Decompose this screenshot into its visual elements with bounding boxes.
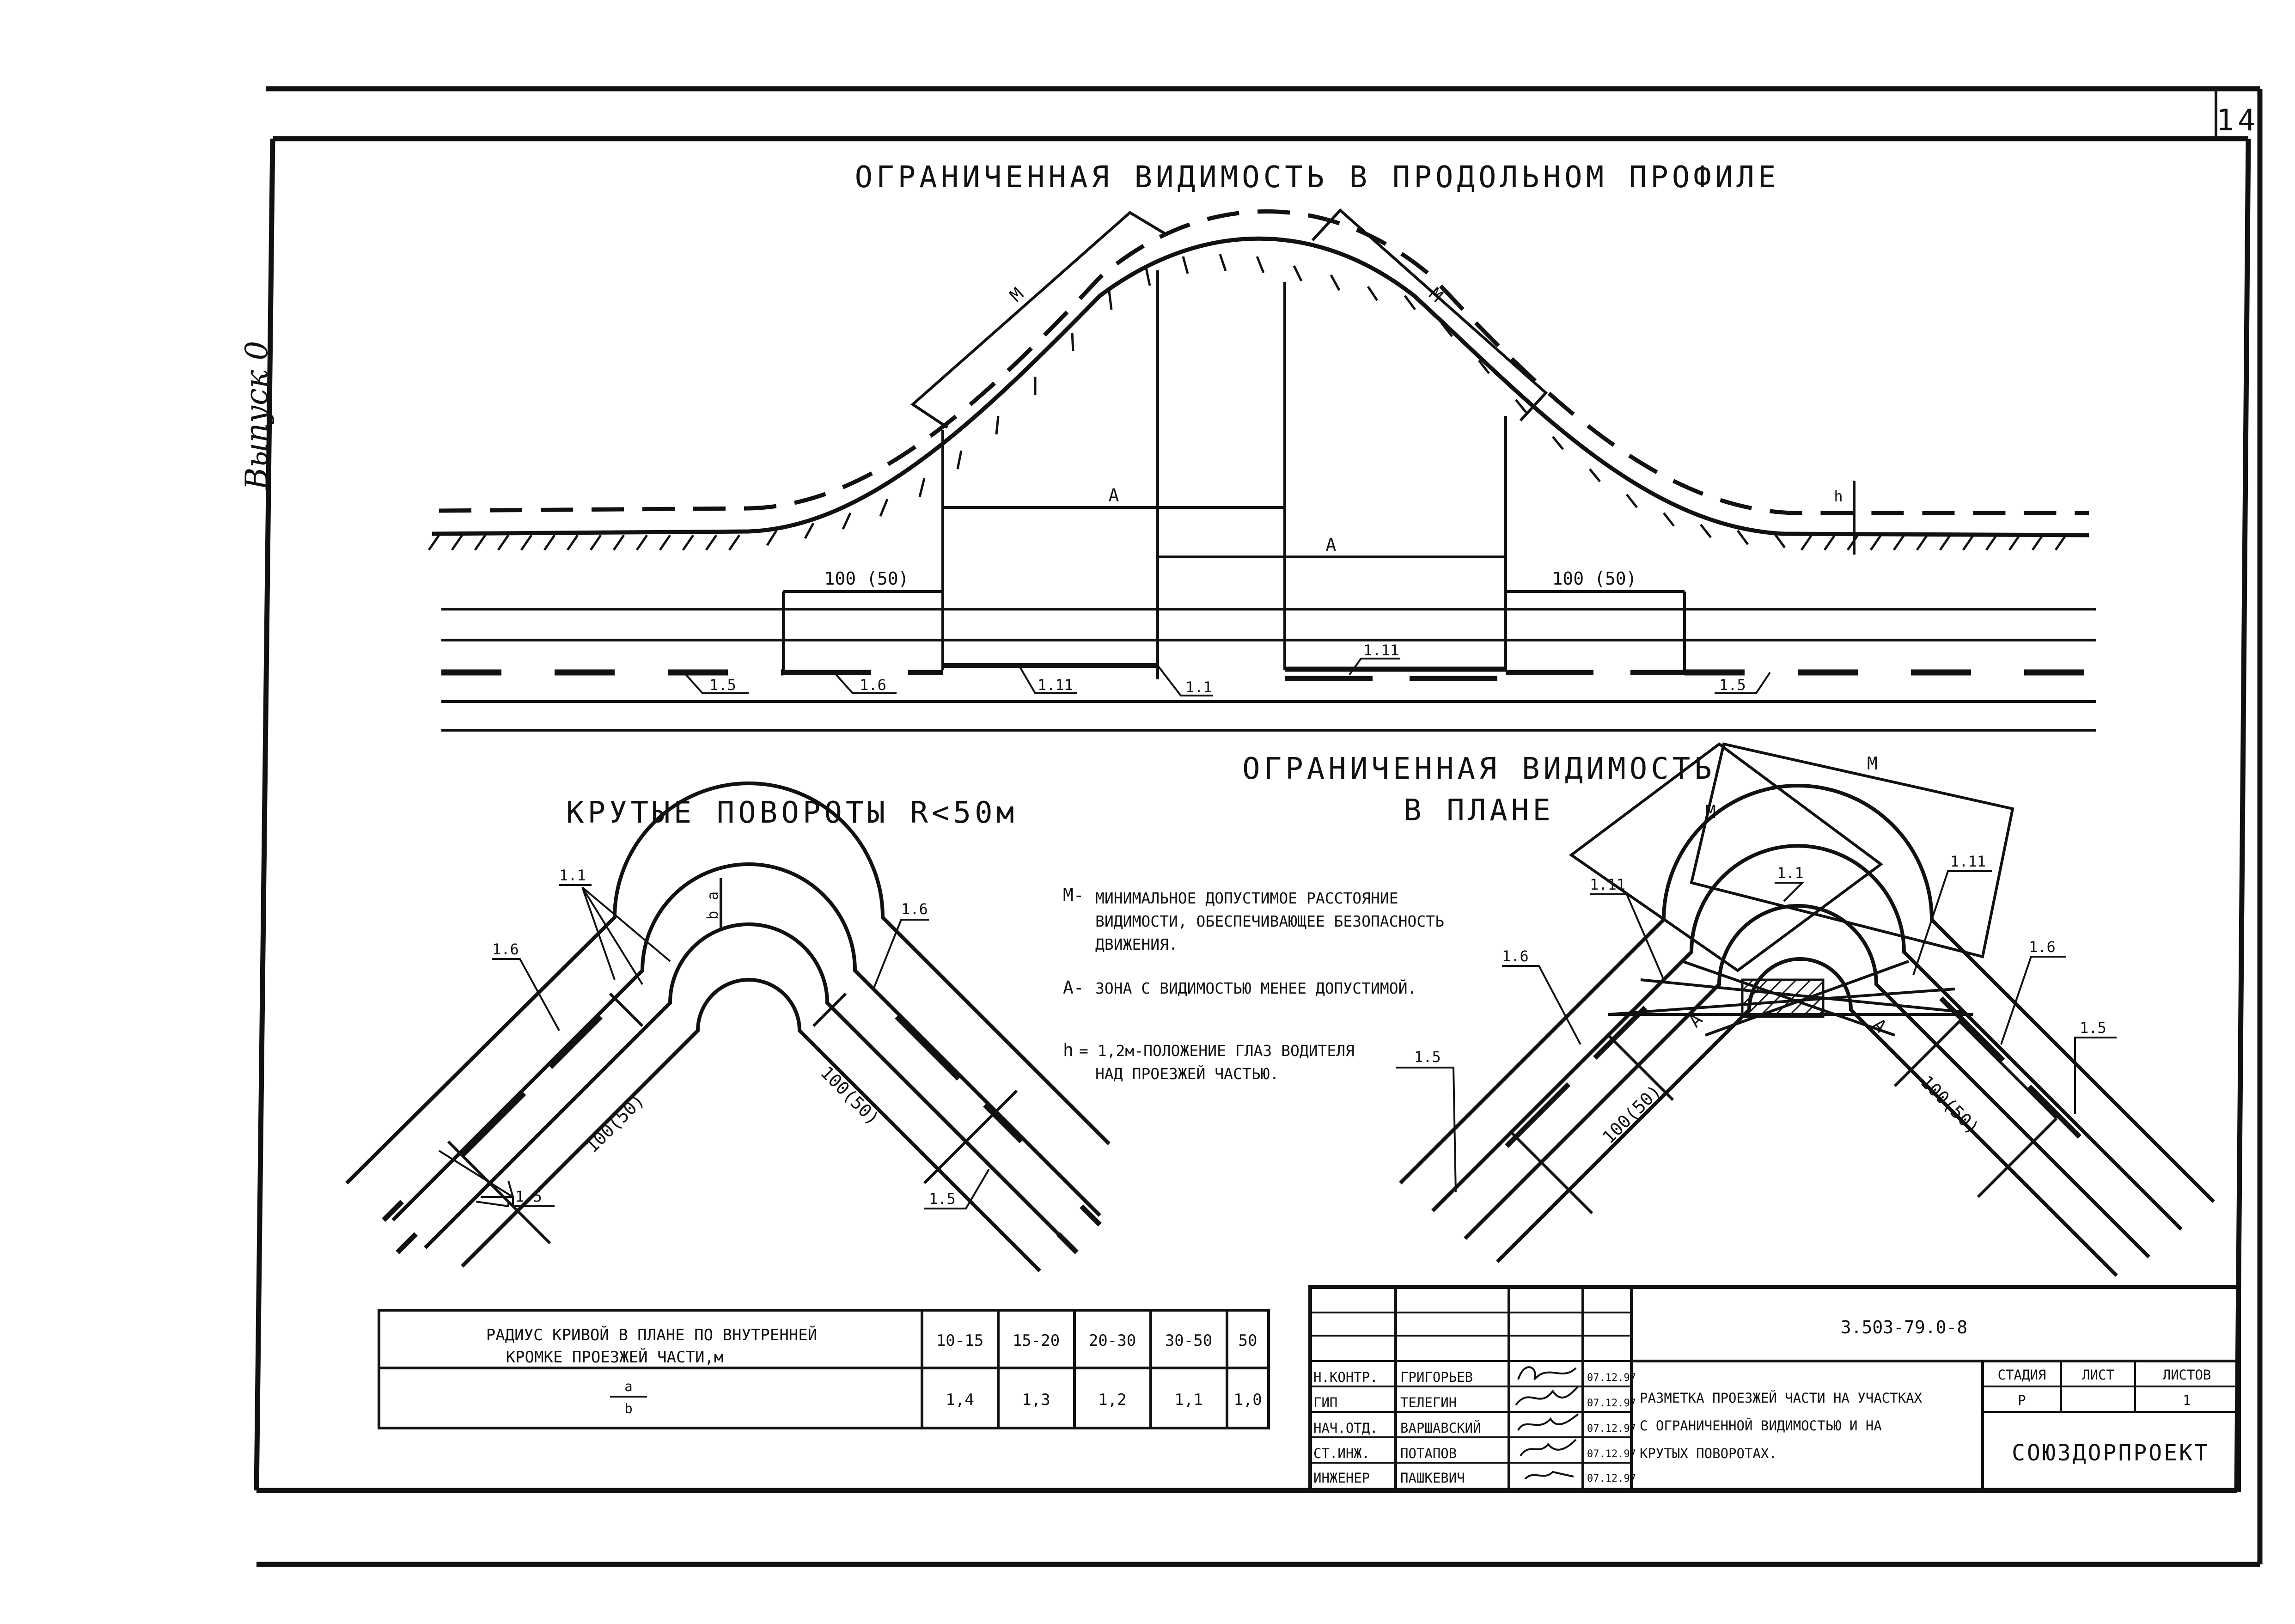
profile-a-upper: А xyxy=(1109,485,1119,506)
plan-mark-1-11-left: 1.11 xyxy=(1590,876,1625,893)
sheets-value: 1 xyxy=(2183,1392,2191,1408)
legend-a-key: А- xyxy=(1063,977,1084,998)
profile-mark-1-11-b: 1.11 xyxy=(1363,641,1399,659)
radius-header-line1: РАДИУС КРИВОЙ В ПЛАНЕ ПО ВНУТРЕННЕЙ xyxy=(486,1325,817,1344)
radius-val-1: 1,4 xyxy=(946,1391,974,1409)
profile-title: ОГРАНИЧЕННАЯ ВИДИМОСТЬ В ПРОДОЛЬНОМ ПРОФ… xyxy=(855,160,1780,195)
plan-mark-1-6-left: 1.6 xyxy=(1502,947,1529,965)
description-line3: КРУТЫХ ПОВОРОТАХ. xyxy=(1640,1446,1777,1461)
document-code: 3.503-79.0-8 xyxy=(1841,1317,1968,1337)
plan-mark-1-11-right: 1.11 xyxy=(1950,853,1986,870)
plan-m-left: М xyxy=(1705,802,1716,822)
curves-mark-1-6-left: 1.6 xyxy=(492,940,519,958)
name-4: ПОТАПОВ xyxy=(1400,1446,1457,1461)
date-5: 07.12.97 xyxy=(1587,1473,1636,1484)
profile-mark-1-1: 1.1 xyxy=(1185,678,1212,696)
role-4: СТ.ИНЖ. xyxy=(1313,1446,1370,1461)
role-2: ГИП xyxy=(1313,1395,1337,1410)
plan-dist-left: 100(50) xyxy=(1599,1081,1665,1148)
radius-val-4: 1,1 xyxy=(1174,1391,1202,1409)
date-2: 07.12.97 xyxy=(1587,1398,1636,1409)
name-2: ТЕЛЕГИН xyxy=(1400,1395,1457,1410)
radius-header-line2: КРОМКЕ ПРОЕЗЖЕЙ ЧАСТИ,м xyxy=(506,1348,724,1367)
profile-mark-1-6: 1.6 xyxy=(860,676,886,694)
profile-m-left: М xyxy=(1006,284,1027,306)
curves-title: КРУТЫЕ ПОВОРОТЫ R<50м xyxy=(566,796,1018,830)
legend: М- МИНИМАЛЬНОЕ ДОПУСТИМОЕ РАССТОЯНИЕ ВИД… xyxy=(1063,885,1444,1083)
radius-ratio-den: b xyxy=(624,1401,632,1416)
date-3: 07.12.97 xyxy=(1587,1423,1636,1435)
plan-mark-1-6-right: 1.6 xyxy=(2029,938,2056,956)
curves-section: КРУТЫЕ ПОВОРОТЫ R<50м a b 1.1 1.6 1.6 xyxy=(345,781,1111,1272)
role-3: НАЧ.ОТД. xyxy=(1313,1420,1378,1436)
legend-m-line3: ДВИЖЕНИЯ. xyxy=(1095,935,1178,953)
stage-value: Р xyxy=(2018,1392,2026,1408)
sheet-label: ЛИСТ xyxy=(2082,1367,2114,1383)
legend-h-line2: НАД ПРОЕЗЖЕЙ ЧАСТЬЮ. xyxy=(1095,1064,1279,1083)
radius-col-2: 15-20 xyxy=(1013,1331,1060,1350)
plan-mark-1-1: 1.1 xyxy=(1777,864,1804,882)
title-block: 3.503-79.0-8 Н.КОНТР. ГИП НАЧ.ОТД. СТ.ИН… xyxy=(1308,1285,2241,1492)
description-line2: С ОГРАНИЧЕННОЙ ВИДИМОСТЬЮ И НА xyxy=(1640,1418,1882,1434)
name-3: ВАРШАВСКИЙ xyxy=(1400,1420,1481,1436)
stage-label: СТАДИЯ xyxy=(1998,1367,2046,1383)
curves-mark-1-5-right: 1.5 xyxy=(929,1190,956,1208)
sheet-frame xyxy=(254,86,2263,1567)
radius-val-5: 1,0 xyxy=(1233,1391,1262,1409)
plan-m-top: М xyxy=(1867,753,1878,774)
plan-mark-1-5-left: 1.5 xyxy=(1414,1048,1441,1066)
curves-dist-right: 100(50) xyxy=(817,1062,883,1129)
legend-h-key: h xyxy=(1063,1040,1074,1060)
radius-col-3: 20-30 xyxy=(1089,1331,1136,1350)
radius-col-5: 50 xyxy=(1239,1331,1257,1350)
profile-mark-1-11-a: 1.11 xyxy=(1038,676,1073,694)
profile-dist-right: 100 (50) xyxy=(1552,568,1636,589)
profile-mark-1-5-left: 1.5 xyxy=(709,676,736,694)
plan-mark-1-5-right: 1.5 xyxy=(2080,1019,2106,1037)
legend-m-key: М- xyxy=(1063,885,1084,905)
curves-b: b xyxy=(704,911,721,920)
plan-title-line2: В ПЛАНЕ xyxy=(1404,794,1554,828)
plan-a-left: А xyxy=(1685,1009,1706,1031)
date-1: 07.12.97 xyxy=(1587,1372,1636,1384)
legend-m-line2: ВИДИМОСТИ, ОБЕСПЕЧИВАЮЩЕЕ БЕЗОПАСНОСТЬ xyxy=(1095,912,1444,930)
radius-col-1: 10-15 xyxy=(936,1331,983,1350)
profile-h: h xyxy=(1834,488,1843,505)
role-1: Н.КОНТР. xyxy=(1313,1369,1378,1385)
curves-mark-1-6-right: 1.6 xyxy=(901,900,928,918)
profile-a-lower: А xyxy=(1326,535,1337,555)
description-line1: РАЗМЕТКА ПРОЕЗЖЕЙ ЧАСТИ НА УЧАСТКАХ xyxy=(1640,1390,1923,1406)
plan-title-line1: ОГРАНИЧЕННАЯ ВИДИМОСТЬ xyxy=(1242,752,1715,786)
plan-section: ОГРАНИЧЕННАЯ ВИДИМОСТЬ В ПЛАНЕ М М А А 1… xyxy=(1242,742,2215,1277)
signatures xyxy=(1515,1366,1579,1480)
organization-name: СОЮЗДОРПРОЕКТ xyxy=(2012,1440,2210,1466)
issue-side-label: Выпуск 0 xyxy=(239,341,275,490)
curves-mark-1-5-left: 1.5 xyxy=(515,1188,542,1205)
profile-section: ОГРАНИЧЕННАЯ ВИДИМОСТЬ В ПРОДОЛЬНОМ ПРОФ… xyxy=(427,160,2096,732)
curves-mark-1-1: 1.1 xyxy=(559,867,586,884)
sheet-number: 14 xyxy=(2216,104,2259,138)
sheets-label: ЛИСТОВ xyxy=(2163,1367,2211,1383)
curves-dist-left: 100(50) xyxy=(582,1090,648,1157)
profile-dist-left: 100 (50) xyxy=(824,568,909,589)
radius-col-4: 30-50 xyxy=(1165,1331,1212,1350)
profile-mark-1-5-right: 1.5 xyxy=(1719,676,1746,694)
radius-val-2: 1,3 xyxy=(1022,1391,1050,1409)
name-5: ПАШКЕВИЧ xyxy=(1400,1470,1465,1486)
ground-hatching xyxy=(427,254,2067,551)
radius-val-3: 1,2 xyxy=(1098,1391,1126,1409)
legend-m-line1: МИНИМАЛЬНОЕ ДОПУСТИМОЕ РАССТОЯНИЕ xyxy=(1095,889,1398,907)
curves-a: a xyxy=(704,891,721,900)
date-4: 07.12.97 xyxy=(1587,1448,1636,1460)
role-5: ИНЖЕНЕР xyxy=(1313,1470,1370,1486)
radius-table: РАДИУС КРИВОЙ В ПЛАНЕ ПО ВНУТРЕННЕЙ КРОМ… xyxy=(378,1309,1270,1429)
name-1: ГРИГОРЬЕВ xyxy=(1400,1369,1473,1385)
radius-ratio-num: a xyxy=(624,1379,632,1394)
legend-h-line1: = 1,2м-ПОЛОЖЕНИЕ ГЛАЗ ВОДИТЕЛЯ xyxy=(1079,1042,1355,1060)
legend-a-line1: ЗОНА С ВИДИМОСТЬЮ МЕНЕЕ ДОПУСТИМОЙ. xyxy=(1095,979,1416,997)
